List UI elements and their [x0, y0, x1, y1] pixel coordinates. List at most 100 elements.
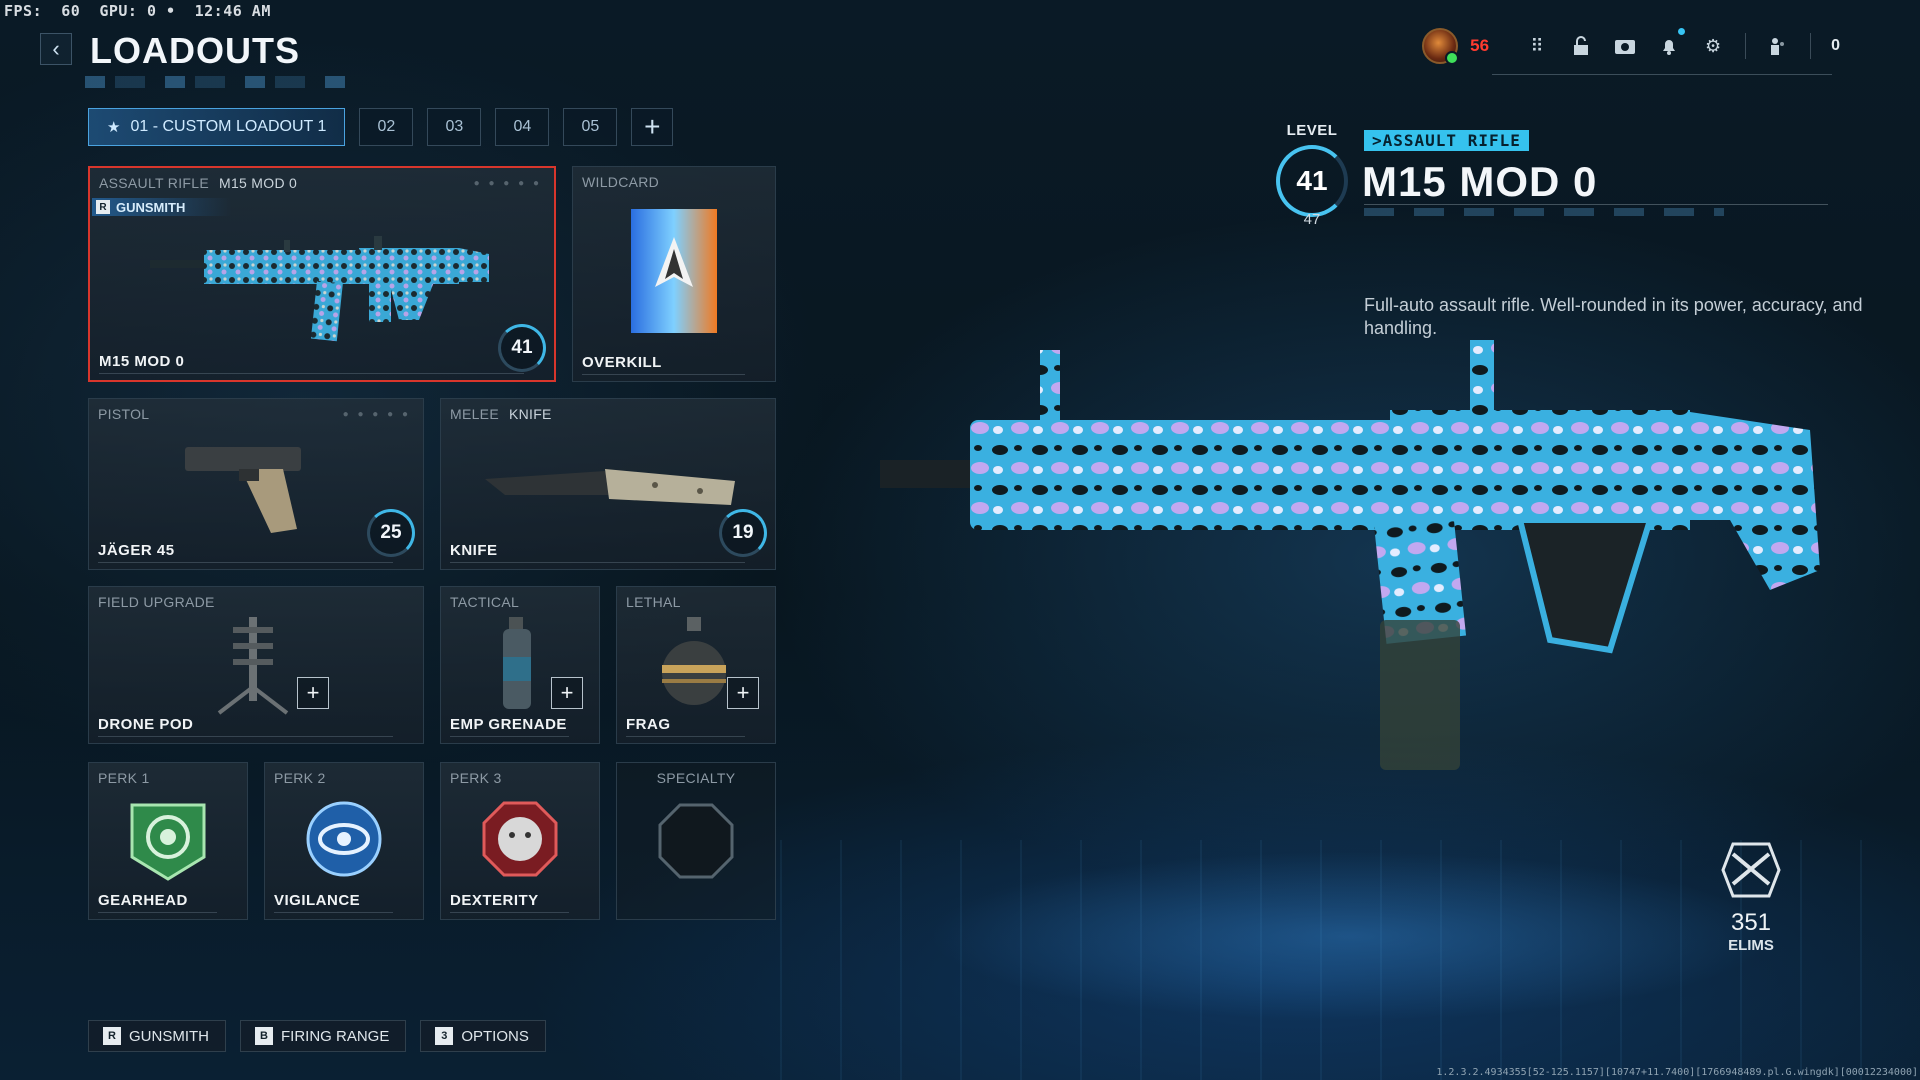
level-ring: 41 [1276, 145, 1348, 217]
specialty-label: SPECIALTY [656, 770, 736, 786]
primary-weapon-name: M15 MOD 0 [99, 353, 185, 370]
tab-loadout-02[interactable]: 02 [359, 108, 414, 146]
floor-grid [780, 840, 1920, 1080]
divider [99, 373, 524, 374]
add-loadout-button[interactable]: + [631, 108, 674, 146]
divider [626, 736, 745, 737]
lethal-name: FRAG [626, 716, 671, 733]
star-icon: ★ [107, 119, 121, 136]
keycap-b: B [255, 1027, 273, 1045]
keycap-r: R [103, 1027, 121, 1045]
gearhead-perk-icon [130, 803, 206, 881]
lethal-label: LETHAL [626, 594, 681, 610]
perf-hud: FPS: 60 GPU: 0 • 12:46 AM [4, 2, 271, 20]
perk3-name: DEXTERITY [450, 892, 539, 909]
divider [274, 912, 393, 913]
bell-icon[interactable] [1657, 28, 1686, 58]
level-label: LEVEL [1286, 122, 1338, 139]
divider [1492, 74, 1832, 75]
party-count: 0 [1831, 37, 1840, 54]
title-decoration [1364, 208, 1724, 216]
wildcard-card[interactable]: WILDCARD OVERKILL [572, 166, 776, 382]
back-chevron-icon: ‹ [52, 36, 60, 61]
secondary-pistol-card[interactable]: PISTOL ● ● ● ● ● 25 JÄGER 45 [88, 398, 424, 570]
divider [98, 562, 393, 563]
build-info-text: 1.2.3.2.4934355[52-125.1157][10747+11.74… [1436, 1067, 1918, 1078]
field-upgrade-name: DRONE POD [98, 716, 194, 733]
divider [98, 912, 217, 913]
plus-icon: + [736, 680, 750, 705]
options-button[interactable]: 3 OPTIONS [420, 1020, 546, 1052]
back-button[interactable]: ‹ [40, 33, 72, 65]
next-level: 47 [1303, 211, 1321, 228]
grid-icon[interactable]: ⠿ [1530, 35, 1544, 56]
perk3-label: PERK 3 [450, 770, 502, 786]
attachment-dots: ● ● ● ● ● [473, 178, 542, 189]
divider [450, 912, 569, 913]
gear-icon[interactable]: ⚙ [1705, 35, 1722, 56]
tactical-card[interactable]: TACTICAL + EMP GRENADE [440, 586, 600, 744]
drone-pod-icon [217, 617, 289, 715]
vigilance-perk-icon [306, 801, 382, 877]
keycap-r: R [96, 200, 110, 214]
frag-grenade-icon [662, 617, 726, 705]
tab-loadout-05[interactable]: 05 [563, 108, 618, 146]
field-upgrade-card[interactable]: FIELD UPGRADE + DRONE POD [88, 586, 424, 744]
weapon-category-tag: >ASSAULT RIFLE [1364, 130, 1529, 151]
perk3-card[interactable]: PERK 3 DEXTERITY [440, 762, 600, 920]
weapon-preview-render [880, 340, 1820, 770]
pistol-image [185, 447, 301, 533]
keycap-3: 3 [435, 1027, 454, 1045]
dexterity-perk-icon [482, 801, 558, 877]
attachment-dots: ● ● ● ● ● [342, 409, 411, 420]
title-decoration [85, 76, 345, 88]
perk1-name: GEARHEAD [98, 892, 188, 909]
lock-icon[interactable] [1569, 34, 1593, 58]
weapon-description: Full-auto assault rifle. Well-rounded in… [1364, 295, 1863, 338]
elims-stat: 351 ELIMS [1716, 840, 1786, 954]
perk1-card[interactable]: PERK 1 GEARHEAD [88, 762, 248, 920]
firing-range-button[interactable]: B FIRING RANGE [240, 1020, 407, 1052]
perk2-card[interactable]: PERK 2 VIGILANCE [264, 762, 424, 920]
tab-loadout-01[interactable]: ★ 01 - CUSTOM LOADOUT 1 [88, 108, 346, 146]
elims-count: 351 [1730, 909, 1772, 936]
gunsmith-button[interactable]: R GUNSMITH [88, 1020, 226, 1052]
gunsmith-tag[interactable]: R GUNSMITH [92, 198, 232, 216]
perk1-label: PERK 1 [98, 770, 150, 786]
field-upgrade-label: FIELD UPGRADE [98, 594, 215, 610]
tab-loadout-03[interactable]: 03 [427, 108, 482, 146]
weapon-level-ring: 19 [719, 509, 767, 557]
specialty-card[interactable]: SPECIALTY [616, 762, 776, 920]
wildcard-label: WILDCARD [582, 174, 660, 190]
divider [450, 736, 569, 737]
elims-crossed-rifles-icon [1721, 842, 1781, 898]
elims-label: ELIMS [1728, 937, 1774, 954]
player-avatar[interactable] [1422, 28, 1460, 65]
divider [98, 736, 393, 737]
specialty-empty-icon [658, 803, 734, 879]
overkill-wildcard-icon [631, 209, 717, 333]
add-lethal-button[interactable]: + [727, 677, 759, 709]
emp-grenade-icon [503, 617, 531, 709]
party-icon[interactable] [1766, 34, 1790, 58]
divider [1364, 204, 1828, 205]
melee-name: KNIFE [450, 542, 498, 559]
weapon-level-ring: 25 [367, 509, 415, 557]
tactical-label: TACTICAL [450, 594, 520, 610]
divider [582, 374, 745, 375]
lethal-card[interactable]: LETHAL + FRAG [616, 586, 776, 744]
assault-rifle-image [150, 236, 489, 342]
camera-icon[interactable] [1613, 34, 1637, 58]
perk2-label: PERK 2 [274, 770, 326, 786]
add-field-upgrade-button[interactable]: + [297, 677, 329, 709]
currency-count: 56 [1470, 36, 1490, 55]
plus-icon: + [560, 680, 574, 705]
tab-loadout-04[interactable]: 04 [495, 108, 550, 146]
divider [450, 562, 745, 563]
add-tactical-button[interactable]: + [551, 677, 583, 709]
divider [1810, 33, 1812, 59]
